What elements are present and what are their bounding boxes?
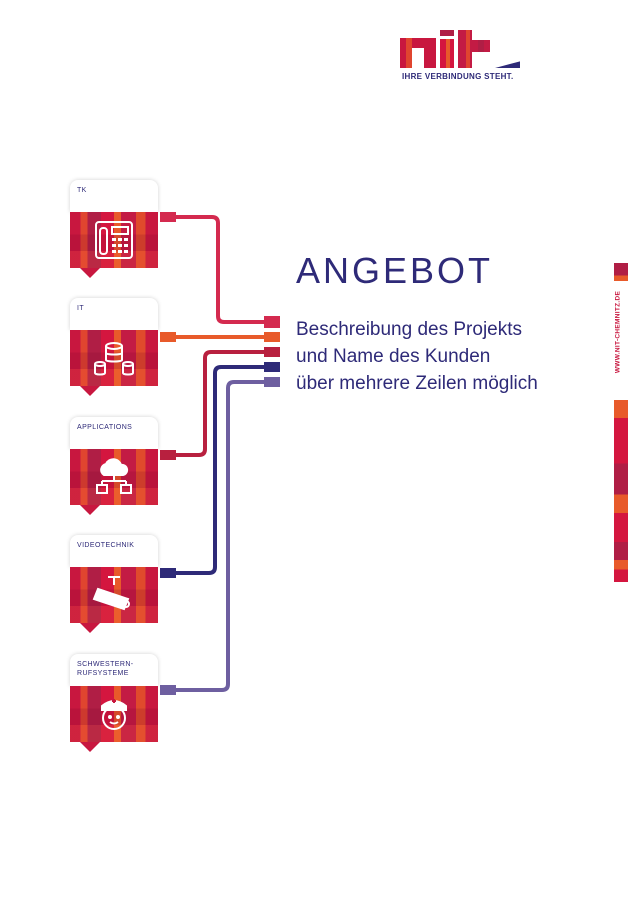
card-image [70, 212, 158, 268]
card-label: SCHWESTERN- RUFSYSTEME [70, 654, 158, 686]
database-network-icon [94, 342, 134, 376]
cable-tk [168, 215, 272, 324]
card-image [70, 567, 158, 623]
subtitle-line: und Name des Kunden [296, 346, 491, 367]
service-card-videotechnik: VIDEOTECHNIK [70, 535, 158, 633]
project-description: Beschreibung des Projekts und Name des K… [296, 316, 538, 397]
card-pointer [80, 623, 100, 633]
card-pointer [80, 268, 100, 278]
subtitle-line: über mehrere Zeilen möglich [296, 373, 538, 394]
card-pointer [80, 386, 100, 396]
card-pointer [80, 742, 100, 752]
service-card-applications: APPLICATIONS [70, 417, 158, 515]
side-accent-bar-top [614, 263, 628, 281]
card-label: APPLICATIONS [70, 417, 158, 449]
nit-logo-mark [400, 30, 520, 68]
card-label: IT [70, 298, 158, 330]
page-title: ANGEBOT [296, 250, 494, 291]
website-url-text: WWW.NIT-CHEMNITZ.DE [614, 290, 622, 374]
service-card-schwesternrufsysteme: SCHWESTERN- RUFSYSTEME [70, 654, 158, 752]
service-card-it: IT [70, 298, 158, 396]
card-pointer [80, 505, 100, 515]
cloud-network-icon [96, 458, 132, 494]
security-camera-icon [92, 576, 130, 611]
nit-logo: IHRE VERBINDUNG STEHT. [400, 30, 540, 81]
website-url: WWW.NIT-CHEMNITZ.DE [612, 290, 624, 374]
card-label: TK [70, 180, 158, 212]
logo-tagline: IHRE VERBINDUNG STEHT. [402, 72, 514, 81]
subtitle-line: Beschreibung des Projekts [296, 319, 523, 340]
cable-videotechnik [168, 365, 272, 575]
telephone-icon [95, 221, 133, 259]
side-accent-bar [614, 400, 628, 582]
card-image [70, 686, 158, 742]
service-card-tk: TK [70, 180, 158, 278]
card-label: VIDEOTECHNIK [70, 535, 158, 567]
cable-schwesternruf [168, 380, 272, 692]
card-image [70, 330, 158, 386]
cable-plugs [160, 212, 280, 695]
card-image [70, 449, 158, 505]
nurse-icon [101, 699, 127, 730]
cable-applications [168, 350, 272, 457]
